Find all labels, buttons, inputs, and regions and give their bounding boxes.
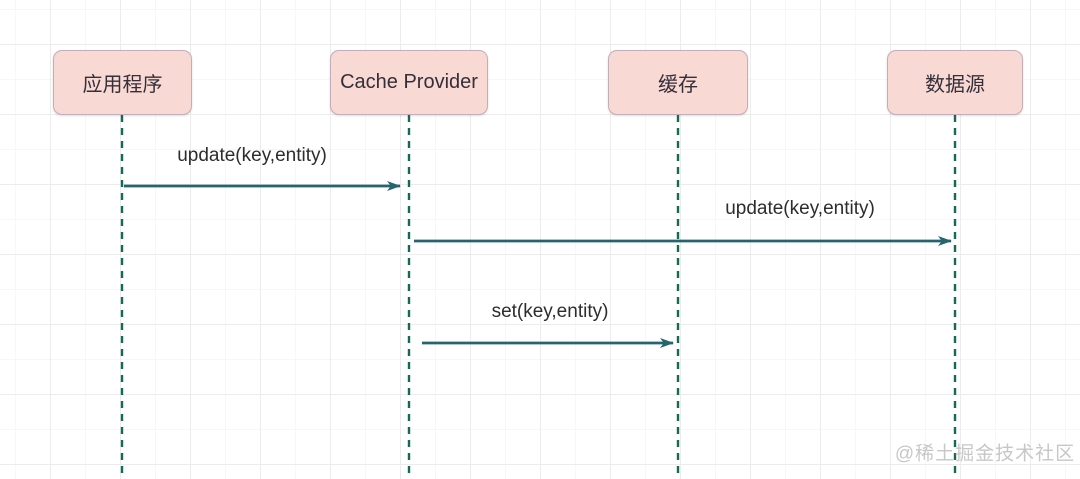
actor-box-cache-provider: Cache Provider [330, 50, 488, 115]
message-label-update-provider-to-datasource: update(key,entity) [725, 198, 875, 219]
actor-box-application: 应用程序 [53, 50, 192, 115]
actor-box-cache: 缓存 [608, 50, 748, 115]
message-label-update-app-to-provider: update(key,entity) [177, 145, 327, 166]
watermark-text: @稀土掘金技术社区 [894, 443, 1076, 465]
message-label-set-provider-to-cache: set(key,entity) [491, 301, 609, 322]
actor-box-data-source: 数据源 [887, 50, 1023, 115]
